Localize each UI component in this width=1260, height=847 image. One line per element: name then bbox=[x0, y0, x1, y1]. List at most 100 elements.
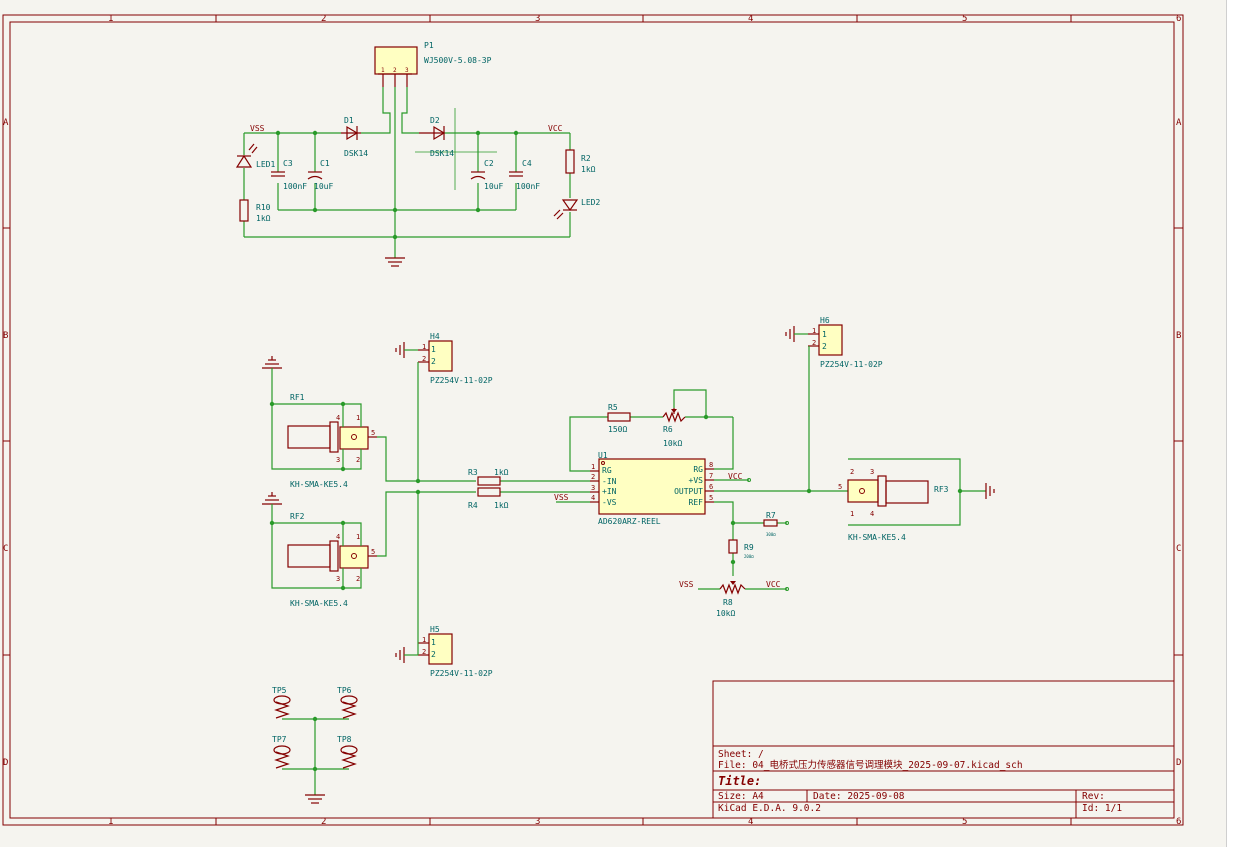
title-block-rev: Rev: bbox=[1082, 791, 1105, 802]
h4-pin-2-inner: 2 bbox=[431, 357, 436, 366]
rf1-pin-1: 1 bbox=[356, 414, 360, 422]
power-wires bbox=[243, 87, 571, 258]
r6-potentiometer[interactable] bbox=[662, 408, 686, 423]
u1-pin-num: 8 bbox=[709, 461, 713, 469]
r9-ref: R9 bbox=[744, 543, 754, 552]
r6-value: 10kΩ bbox=[663, 439, 682, 448]
border-col-1-bottom: 1 bbox=[108, 817, 113, 827]
led2[interactable] bbox=[553, 199, 579, 220]
c2-capacitor[interactable] bbox=[470, 171, 486, 180]
c1-capacitor[interactable] bbox=[307, 171, 323, 180]
u1-pin-num: 4 bbox=[591, 494, 595, 502]
title-block bbox=[712, 680, 1175, 819]
r4-resistor[interactable] bbox=[477, 487, 501, 497]
output-wires bbox=[698, 346, 986, 590]
tp7-testpoint[interactable] bbox=[273, 745, 291, 769]
rf1-ref: RF1 bbox=[290, 393, 305, 402]
h6-pin-2: 2 bbox=[812, 339, 816, 347]
border-col-6-bottom: 6 bbox=[1176, 817, 1181, 827]
h4-header[interactable] bbox=[395, 340, 453, 372]
rf2-pin-3: 3 bbox=[336, 575, 340, 583]
r5-resistor[interactable] bbox=[607, 412, 631, 422]
r10-ref: R10 bbox=[256, 203, 271, 212]
border-col-1-top: 1 bbox=[108, 14, 113, 24]
r10-resistor[interactable] bbox=[239, 199, 249, 222]
u1-value: AD620ARZ-REEL bbox=[598, 517, 661, 526]
u1-pin-num: 6 bbox=[709, 483, 713, 491]
rf2-pin-5: 5 bbox=[371, 548, 375, 556]
u1-pin-name: +VS bbox=[689, 476, 704, 485]
border-row-a-left: A bbox=[3, 118, 9, 128]
rf3-pin-3: 3 bbox=[870, 468, 874, 476]
tp8-testpoint[interactable] bbox=[340, 745, 358, 769]
border-row-d-right: D bbox=[1176, 758, 1181, 768]
u1-left-pins: 1 2 3 4 RG -IN +IN -VS bbox=[591, 463, 617, 507]
sheet-border: 1 2 3 4 5 6 1 2 3 4 5 6 A B C D A B C D bbox=[2, 14, 1184, 827]
testpoints bbox=[282, 716, 349, 804]
rf3-pin-4: 4 bbox=[870, 510, 874, 518]
p1-connector[interactable] bbox=[374, 46, 418, 87]
rf1-pin-4: 4 bbox=[336, 414, 340, 422]
h4-value: PZ254V-11-02P bbox=[430, 376, 493, 385]
h4-ref: H4 bbox=[430, 332, 440, 341]
d1-diode[interactable] bbox=[341, 125, 361, 141]
u1-pin-name: REF bbox=[689, 498, 704, 507]
c2-ref: C2 bbox=[484, 159, 494, 168]
h5-pin-1-inner: 1 bbox=[431, 638, 436, 647]
r8-ref: R8 bbox=[723, 598, 733, 607]
border-col-3-bottom: 3 bbox=[535, 817, 540, 827]
h6-pin-2-inner: 2 bbox=[822, 342, 827, 351]
rf2-ref: RF2 bbox=[290, 512, 305, 521]
h5-value: PZ254V-11-02P bbox=[430, 669, 493, 678]
ground-symbol-power bbox=[385, 257, 405, 267]
border-col-5-bottom: 5 bbox=[962, 817, 967, 827]
h5-pin-2: 2 bbox=[422, 648, 426, 656]
d2-diode[interactable] bbox=[419, 125, 446, 141]
u1-right-pins: 8 7 6 5 RG +VS OUTPUT REF bbox=[674, 461, 713, 507]
r8-potentiometer[interactable] bbox=[719, 581, 746, 595]
vcc-label-amp: VCC bbox=[728, 472, 743, 481]
r4-value: 1kΩ bbox=[494, 501, 509, 510]
rf2-pin-1: 1 bbox=[356, 533, 360, 541]
r5-ref: R5 bbox=[608, 403, 618, 412]
h6-header[interactable] bbox=[785, 324, 843, 356]
border-row-c-right: C bbox=[1176, 544, 1181, 554]
r7-resistor[interactable] bbox=[763, 519, 778, 527]
u1-pin-name: RG bbox=[602, 466, 612, 475]
border-row-d-left: D bbox=[3, 758, 8, 768]
r3-value: 1kΩ bbox=[494, 468, 509, 477]
c3-ref: C3 bbox=[283, 159, 293, 168]
border-row-a-right: A bbox=[1176, 118, 1182, 128]
led1[interactable] bbox=[235, 143, 258, 168]
rf2-value: KH-SMA-KE5.4 bbox=[290, 599, 348, 608]
border-col-3-top: 3 bbox=[535, 14, 540, 24]
power-section: 1 2 3 P1 WJ500V-5.08-3P bbox=[235, 41, 600, 267]
r9-resistor[interactable] bbox=[728, 539, 738, 554]
u1-pin-name: -IN bbox=[602, 477, 617, 486]
r2-value: 1kΩ bbox=[581, 165, 596, 174]
c1-value: 10uF bbox=[314, 182, 333, 191]
tp8-ref: TP8 bbox=[337, 735, 352, 744]
tp7-ref: TP7 bbox=[272, 735, 287, 744]
u1-ref: U1 bbox=[598, 451, 608, 460]
u1-amplifier[interactable] bbox=[590, 458, 714, 515]
u1-pin-name: -VS bbox=[602, 498, 617, 507]
h5-header[interactable] bbox=[395, 633, 453, 665]
r3-resistor[interactable] bbox=[477, 476, 501, 486]
u1-pin-num: 5 bbox=[709, 494, 713, 502]
vcc-label-top: VCC bbox=[548, 124, 563, 133]
r6-ref: R6 bbox=[663, 425, 673, 434]
r2-resistor[interactable] bbox=[565, 149, 575, 174]
h4-pin-2: 2 bbox=[422, 355, 426, 363]
rf3-connector[interactable] bbox=[847, 475, 995, 507]
c4-capacitor[interactable] bbox=[509, 171, 523, 177]
rf2-pin-2: 2 bbox=[356, 575, 360, 583]
d1-value: DSK14 bbox=[344, 149, 368, 158]
r7-ref: R7 bbox=[766, 511, 776, 520]
right-side-panel bbox=[1226, 0, 1260, 847]
c3-capacitor[interactable] bbox=[271, 171, 285, 177]
tp5-testpoint[interactable] bbox=[273, 695, 291, 719]
r9-value: 200Ω bbox=[744, 554, 754, 559]
tp6-testpoint[interactable] bbox=[340, 695, 358, 719]
rf1-connector[interactable] bbox=[262, 356, 377, 453]
